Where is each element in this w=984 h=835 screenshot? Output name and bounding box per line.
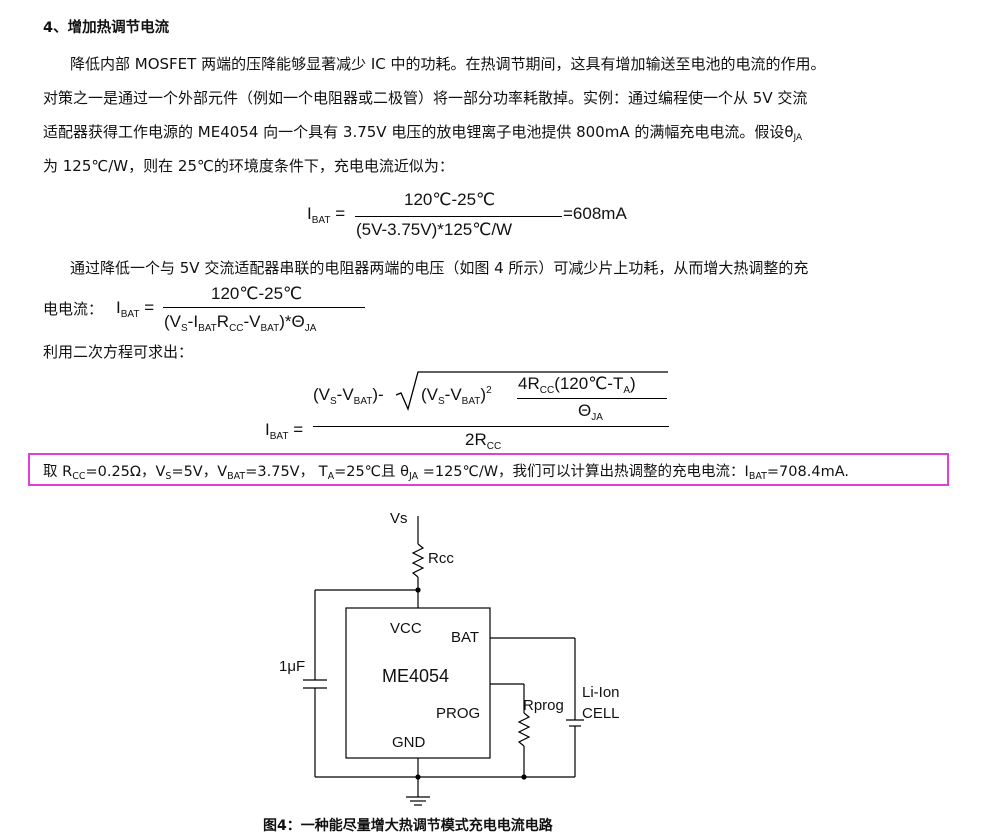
equation-3-inner-denominator: ΘJA xyxy=(578,401,603,423)
equation-3-fraction-bar xyxy=(313,426,669,427)
equation-3-lhs: IBAT = xyxy=(265,420,304,442)
chip-label: ME4054 xyxy=(382,666,450,686)
paragraph-1-line-2: 对策之一是通过一个外部元件（例如一个电阻器或二极管）将一部分功率耗散掉。实例：通… xyxy=(43,89,808,107)
rcc-label: Rcc xyxy=(428,550,454,567)
paragraph-1-line-4: 为 125℃/W，则在 25℃的环境度条件下，充电电流近似为： xyxy=(43,157,454,175)
gnd-pin-label: GND xyxy=(392,734,426,751)
equation-1-fraction-bar xyxy=(355,216,562,217)
highlight-box xyxy=(28,453,949,486)
vcc-pin-label: VCC xyxy=(390,620,422,637)
equation-2-lhs: IBAT = xyxy=(116,298,155,320)
paragraph-3-line: 利用二次方程可求出： xyxy=(43,343,194,361)
equation-2-fraction-bar xyxy=(163,307,365,308)
vs-label: Vs xyxy=(390,510,408,527)
equation-2-denominator: (VS-IBATRCC-VBAT)*ΘJA xyxy=(164,312,317,334)
equation-3-inner-fraction-bar xyxy=(517,398,667,399)
figure-caption: 图4：一种能尽量增大热调节模式充电电流电路 xyxy=(263,818,553,834)
paragraph-2-line-1: 通过降低一个与 5V 交流适配器串联的电阻器两端的电压（如图 4 所示）可减少片… xyxy=(70,259,809,277)
highlight-text: 取 RCC=0.25Ω，VS=5V，VBAT=3.75V， TA=25℃且 θJ… xyxy=(43,464,849,482)
paragraph-1-line-3: 适配器获得工作电源的 ME4054 向一个具有 3.75V 电压的放电锂离子电池… xyxy=(43,123,803,143)
section-heading: 4、增加热调节电流 xyxy=(43,20,170,36)
capacitor-label: 1μF xyxy=(279,658,306,675)
equation-3-radical-sign xyxy=(396,371,668,411)
paragraph-1-line-1: 降低内部 MOSFET 两端的压降能够显著减少 IC 中的功耗。在热调节期间，这… xyxy=(70,55,826,73)
equation-1-denominator: (5V-3.75V)*125℃/W xyxy=(356,220,513,239)
paragraph-2-prefix: 电电流： xyxy=(43,300,104,318)
cell-label-line-1: Li-Ion xyxy=(582,684,620,701)
equation-3-radicand-term: (VS-VBAT)2 xyxy=(421,385,492,407)
prog-pin-label: PROG xyxy=(436,705,481,722)
equation-1-lhs: IBAT = xyxy=(307,204,346,226)
equation-2-numerator: 120℃-25℃ xyxy=(211,284,303,303)
equation-1-numerator: 120℃-25℃ xyxy=(404,190,496,209)
equation-3-numerator-term: (VS-VBAT)- xyxy=(313,385,384,407)
bat-pin-label: BAT xyxy=(451,629,480,646)
equation-3-inner-numerator: 4RCC(120℃-TA) xyxy=(518,374,636,396)
rprog-label: Rprog xyxy=(523,697,564,714)
equation-1-result: =608mA xyxy=(563,204,627,223)
equation-3-denominator: 2RCC xyxy=(465,430,502,451)
cell-label-line-2: CELL xyxy=(582,705,620,722)
